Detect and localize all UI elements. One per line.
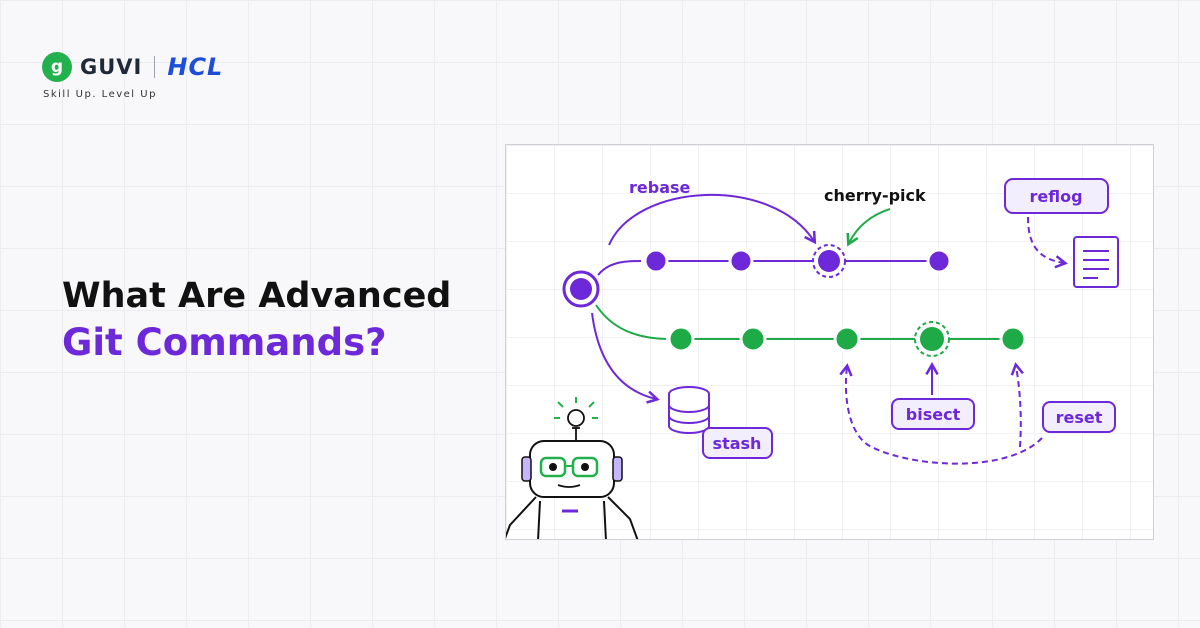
green-commit-5 <box>999 325 1027 353</box>
reset-arrow <box>839 363 1043 465</box>
bisect-label: bisect <box>906 405 961 424</box>
stash-label: stash <box>713 434 762 453</box>
reset-tag: reset <box>1042 401 1116 433</box>
logo-divider <box>154 56 156 78</box>
purple-commit-1 <box>643 248 669 274</box>
reset-label: reset <box>1056 408 1103 427</box>
reflog-arrow <box>1027 216 1068 269</box>
guvi-logo-icon: g <box>42 52 72 82</box>
title-line-2: Git Commands? <box>62 320 387 364</box>
reflog-tag: reflog <box>1004 178 1109 214</box>
purple-branch <box>597 260 939 276</box>
git-diagram-panel: rebase cherry-pick reflog stash <box>505 144 1154 540</box>
bisect-tag: bisect <box>891 398 975 430</box>
cherry-pick-arrow <box>846 208 891 247</box>
git-diagram: rebase cherry-pick reflog stash <box>506 178 1119 539</box>
cherry-pick-commit <box>818 250 840 272</box>
purple-commit-2 <box>728 248 754 274</box>
purple-commit-4 <box>926 248 952 274</box>
bisect-commit <box>920 327 944 351</box>
reflog-label: reflog <box>1029 187 1082 206</box>
robot-icon <box>506 397 639 539</box>
stash-tag: stash <box>702 427 773 459</box>
green-branch <box>595 304 1013 340</box>
root-commit <box>562 270 600 308</box>
page-title: What Are Advanced Git Commands? <box>62 274 451 366</box>
hcl-wordmark: HCL <box>167 53 224 81</box>
brand-logo: g GUVI HCL <box>42 52 223 82</box>
rebase-arrow <box>608 193 817 246</box>
green-commit-3 <box>833 325 861 353</box>
green-commit-1 <box>667 325 695 353</box>
brand-tagline: Skill Up. Level Up <box>43 89 157 100</box>
title-line-1: What Are Advanced <box>62 276 452 316</box>
guvi-wordmark: GUVI <box>80 55 143 79</box>
document-icon <box>1073 236 1119 288</box>
reset-arrow-right <box>1010 362 1024 448</box>
lightbulb-icon <box>554 397 598 440</box>
cherry-pick-label: cherry-pick <box>824 186 926 205</box>
green-commit-2 <box>739 325 767 353</box>
rebase-label: rebase <box>629 178 691 197</box>
stash-arrow <box>591 312 660 404</box>
database-icon <box>668 386 710 434</box>
